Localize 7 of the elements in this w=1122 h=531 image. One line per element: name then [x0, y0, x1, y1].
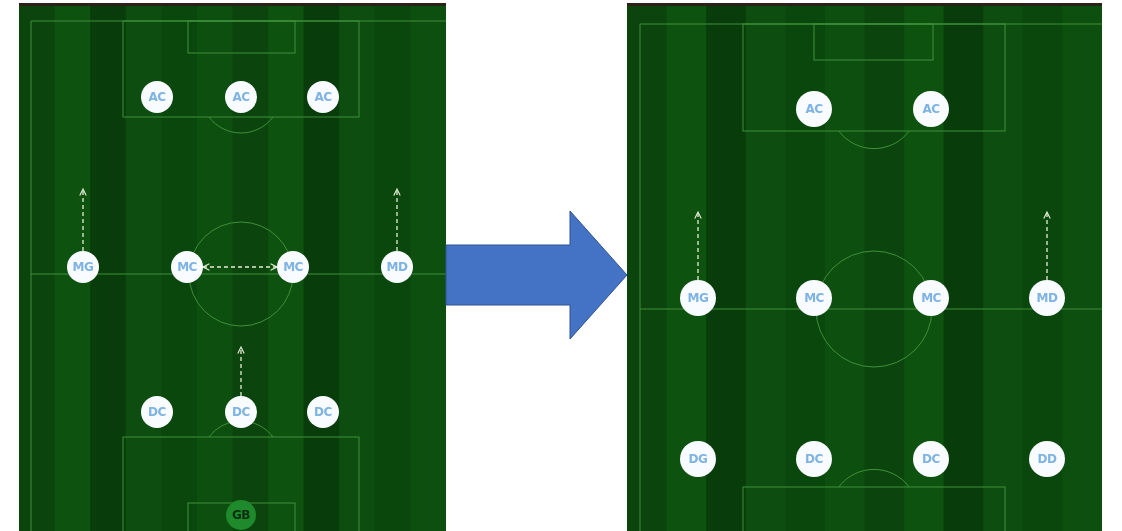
arrow: [79, 188, 87, 252]
arrow: [237, 346, 245, 397]
arrow: [694, 211, 702, 281]
block-arrow: [445, 210, 628, 340]
arrow: [393, 188, 401, 252]
arrow: [202, 263, 278, 271]
arrow: [1043, 211, 1051, 281]
